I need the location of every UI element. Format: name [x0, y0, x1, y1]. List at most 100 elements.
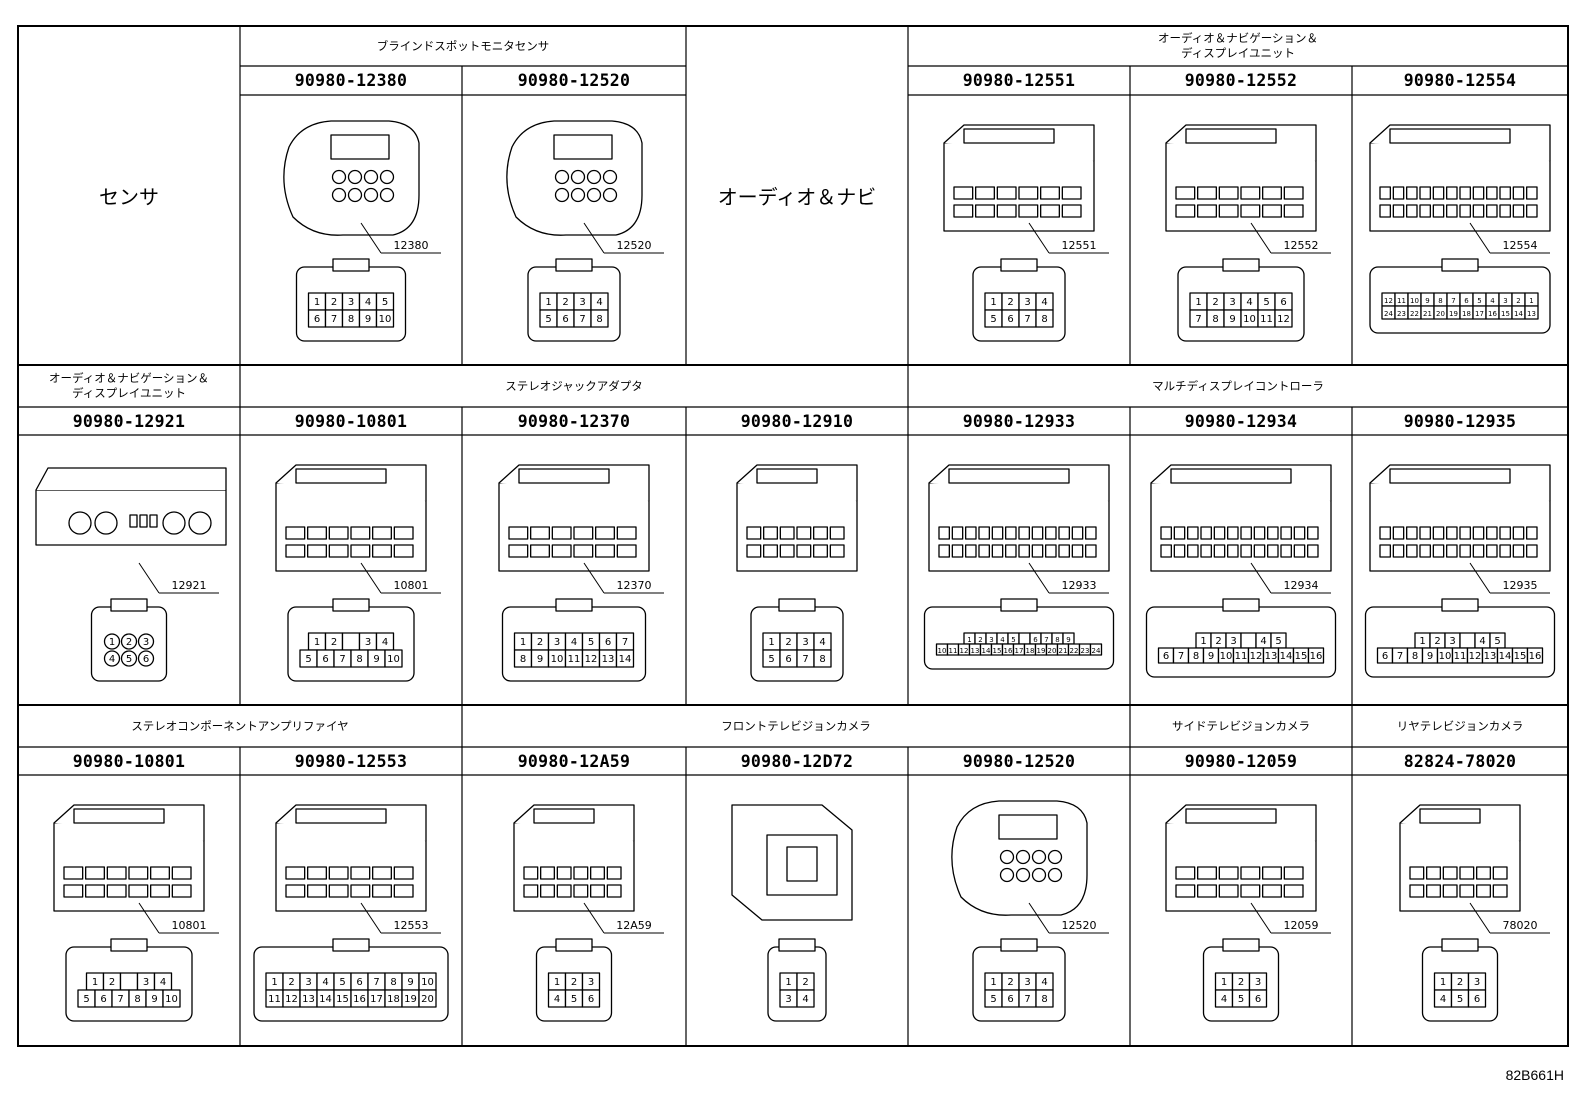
cavity — [1175, 884, 1196, 898]
cavity — [813, 544, 828, 558]
cavity — [1499, 204, 1511, 218]
cavity — [162, 511, 186, 535]
cavity — [63, 884, 84, 898]
part-number: 90980-12370 — [517, 411, 631, 431]
pin-number: 9 — [1425, 297, 1429, 305]
pin-number: 8 — [1055, 636, 1059, 644]
cavity — [1197, 866, 1217, 880]
housing-latch — [295, 468, 387, 484]
pin-number: 4 — [1221, 994, 1227, 1005]
pin-number: 7 — [1044, 636, 1048, 644]
cavity — [829, 544, 845, 558]
pin-number: 8 — [356, 654, 362, 665]
cavity — [523, 866, 539, 880]
cavity — [328, 526, 349, 540]
cavity — [1175, 866, 1196, 880]
pin-number: 14 — [1280, 651, 1293, 662]
pin-number: 8 — [819, 654, 825, 665]
pin-number: 8 — [1412, 651, 1418, 662]
pin-number: 7 — [117, 994, 123, 1005]
pin-number: 6 — [1007, 994, 1013, 1005]
cavity — [586, 187, 602, 203]
figure-reference-code: 82B661H — [1505, 1067, 1564, 1083]
pin-number: 4 — [1246, 297, 1252, 308]
pin-number: 5 — [545, 314, 551, 325]
cavity — [1018, 204, 1039, 218]
pin-number: 4 — [1000, 636, 1005, 644]
audio-display-unit-header: オーディオ＆ナビゲーション＆ ディスプレイユニット — [1158, 31, 1318, 60]
stereo-jack-adapter-header: ステレオジャックアダプタ — [505, 378, 643, 393]
cavity — [331, 187, 347, 203]
pin-number: 7 — [802, 654, 808, 665]
pin-number: 2 — [978, 636, 982, 644]
cavity — [763, 526, 778, 540]
pin-number: 10 — [938, 647, 947, 655]
cavity — [1045, 526, 1057, 540]
sensor-category-label: センサ — [99, 185, 159, 209]
pin-number: 6 — [1280, 297, 1286, 308]
cavity — [951, 544, 964, 558]
pin-number: 4 — [819, 637, 825, 648]
cavity — [1419, 204, 1431, 218]
cavity — [573, 526, 594, 540]
part-number: 90980-12553 — [294, 751, 408, 771]
cavity — [1005, 544, 1017, 558]
pin-number: 2 — [1215, 636, 1221, 647]
cavity — [149, 514, 158, 528]
cavity — [1227, 526, 1239, 540]
callout-label: 12551 — [1062, 239, 1097, 252]
part-number: 90980-12554 — [1403, 71, 1517, 90]
pin-number: 1 — [785, 977, 791, 988]
cavity — [508, 526, 529, 540]
cavity — [595, 526, 615, 540]
pin-number: 7 — [331, 314, 337, 325]
cavity — [1476, 884, 1491, 898]
cavity — [616, 544, 637, 558]
cavity — [1499, 186, 1511, 200]
pin-number: 6 — [1382, 651, 1388, 662]
pin-number: 1 — [1221, 977, 1227, 988]
cavity — [1031, 867, 1047, 883]
cavity — [1262, 204, 1282, 218]
pin-number: 15 — [1514, 651, 1527, 662]
cavity — [508, 544, 529, 558]
housing-latch — [756, 468, 818, 484]
cavity — [616, 526, 637, 540]
pin-number: 6 — [1255, 994, 1261, 1005]
pin-number: 12 — [1277, 314, 1290, 325]
pin-number: 9 — [407, 977, 413, 988]
pin-number: 19 — [404, 994, 417, 1005]
pin-number: 1 — [109, 637, 115, 648]
cavity — [106, 866, 127, 880]
part-number: 90980-12935 — [1403, 411, 1517, 431]
cavity — [1392, 204, 1405, 218]
lock-tab — [555, 598, 593, 612]
callout-label: 12380 — [394, 239, 429, 252]
cavity — [328, 884, 349, 898]
cavity — [951, 526, 964, 540]
pin-number: 17 — [1015, 647, 1024, 655]
pin-number: 3 — [143, 977, 149, 988]
pin-number: 1 — [314, 637, 320, 648]
pin-number: 6 — [588, 994, 594, 1005]
pin-number: 1 — [1419, 636, 1425, 647]
pin-number: 15 — [336, 994, 349, 1005]
pin-number: 6 — [143, 654, 149, 665]
pin-number: 13 — [971, 647, 980, 655]
cavity — [1031, 526, 1044, 540]
lock-tab — [1441, 258, 1479, 272]
cavity — [393, 884, 414, 898]
cavity — [978, 544, 990, 558]
pin-number: 7 — [579, 314, 585, 325]
pin-number: 3 — [365, 637, 371, 648]
cavity — [1283, 866, 1304, 880]
cavity — [1240, 186, 1261, 200]
cavity — [1419, 526, 1431, 540]
cavity — [1392, 526, 1405, 540]
cavity — [996, 204, 1017, 218]
cavity — [965, 544, 977, 558]
